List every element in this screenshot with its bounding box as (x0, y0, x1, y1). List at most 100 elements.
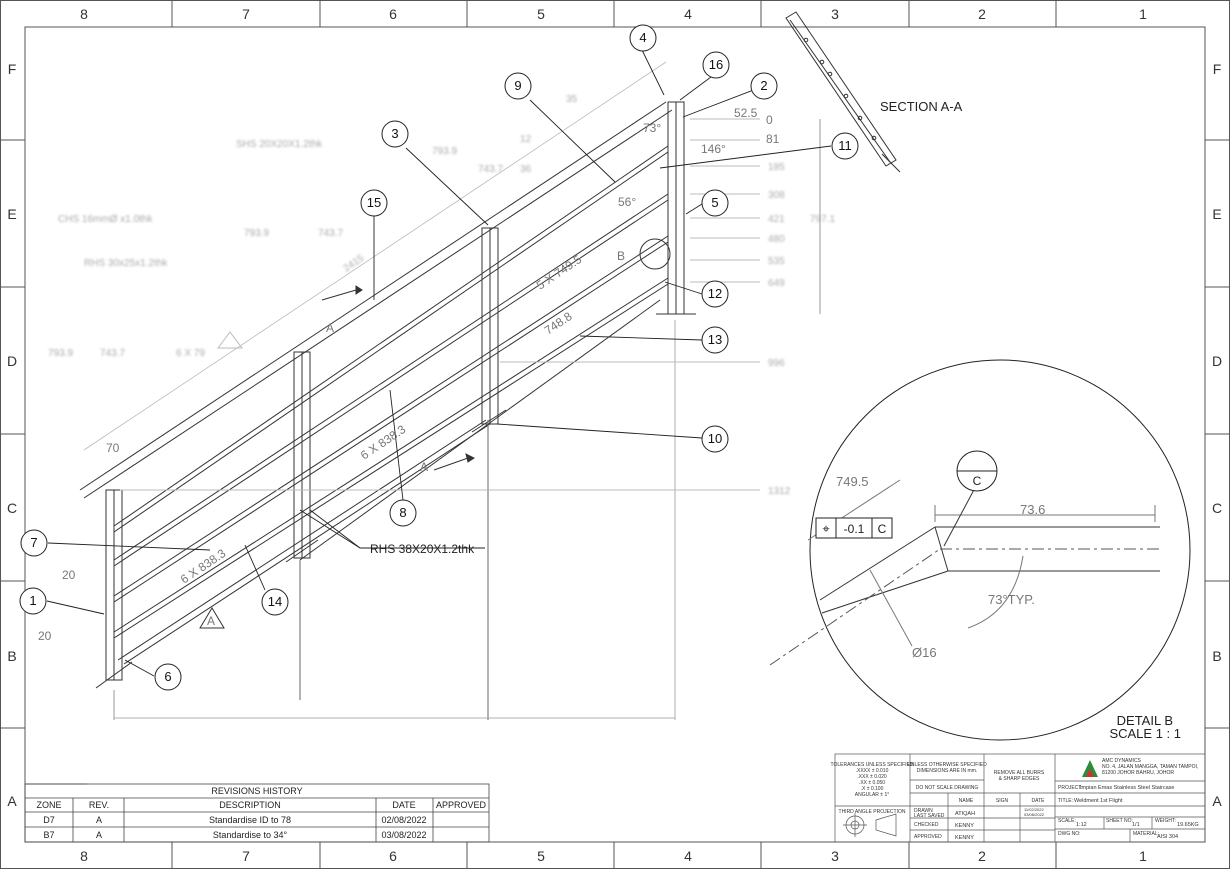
dim-81: 81 (766, 132, 780, 146)
zone-right-label: E (1212, 206, 1221, 222)
scale-value: 1:12 (1076, 822, 1087, 828)
rev-header: DESCRIPTION (219, 800, 281, 810)
balloon-number: 15 (367, 195, 381, 210)
rev-cell: A (96, 815, 102, 825)
balloon-5: 5 (701, 189, 729, 217)
tolerance-value: -0.1 (844, 522, 865, 536)
balloon-11: 11 (831, 132, 859, 160)
angle-56: 56° (618, 195, 636, 209)
rev-cell: A (96, 830, 102, 840)
tb-role: CHECKED (914, 822, 939, 828)
zone-labels-top: 8 7 6 5 4 3 2 1 (80, 6, 1147, 22)
zone-bottom-label: 2 (978, 848, 986, 864)
detail-c-balloon: C (973, 474, 982, 488)
zone-top-label: 3 (831, 6, 839, 22)
tb-role: DRAWN (914, 808, 933, 814)
tol-line: ANGULAR ± 1° (855, 792, 889, 798)
zone-bottom-label: 4 (684, 848, 692, 864)
tol-line: TOLERANCES UNLESS SPECIFIED (831, 762, 914, 768)
tb-role: LAST SAVED (914, 813, 945, 819)
balloon-number: 2 (760, 78, 767, 93)
tb-header: SIGN (996, 798, 1009, 804)
weight-label: WEIGHT: (1155, 818, 1176, 824)
scale-label: SCALE: (1058, 818, 1076, 824)
zone-left-label: E (7, 206, 16, 222)
zone-right-label: D (1212, 353, 1222, 369)
zone-left-label: A (7, 793, 17, 809)
blur-dim: 743.7 (318, 228, 343, 239)
zone-top-label: 5 (537, 6, 545, 22)
balloon-number: 1 (29, 593, 36, 608)
tb-date: 03/08/2022 (1024, 812, 1045, 817)
revisions-text: REVISIONS HISTORY ZONE REV. DESCRIPTION … (36, 786, 486, 840)
tb-name: KENNY (955, 823, 974, 829)
rev-header: APPROVED (436, 800, 487, 810)
tolerance-datum: C (878, 522, 887, 536)
zone-bottom-label: 1 (1139, 848, 1147, 864)
zone-right-label: F (1213, 61, 1222, 77)
rev-cell: 03/08/2022 (381, 830, 426, 840)
detail-b-marker: B (617, 249, 625, 263)
blur-dim: 1312 (768, 486, 791, 497)
detail-dim-73-6: 73.6 (1020, 502, 1045, 517)
balloon-6: 6 (154, 663, 182, 691)
blur-dim: 308 (768, 190, 785, 201)
tb-name: KENNY (955, 835, 974, 841)
zone-bottom-label: 8 (80, 848, 88, 864)
zone-right-label: A (1212, 793, 1222, 809)
zone-top-label: 2 (978, 6, 986, 22)
angle-146: 146° (701, 142, 726, 156)
dim-6x838-lower: 6 X 838.3 (178, 546, 229, 587)
zone-bottom-label: 7 (242, 848, 250, 864)
blur-dim: 2415 (342, 253, 367, 275)
balloon-number: 3 (391, 126, 398, 141)
burrs-line: REMOVE ALL BURRS (994, 770, 1045, 776)
rev-header: REV. (89, 800, 109, 810)
balloon-number: 8 (399, 505, 406, 520)
company-line: 81200 JOHOR BAHRU, JOHOR (1102, 770, 1174, 776)
rev-cell: B7 (43, 830, 54, 840)
blur-dim: 35 (566, 94, 578, 105)
blur-dim: 36 (520, 164, 532, 175)
rev-header: DATE (392, 800, 415, 810)
zone-top-label: 4 (684, 6, 692, 22)
blur-dim: 12 (520, 134, 532, 145)
balloon-2: 2 (750, 72, 778, 100)
balloon-9: 9 (504, 72, 532, 100)
detail-title: DETAIL B (1117, 713, 1173, 728)
balloon-7: 7 (20, 529, 48, 557)
balloons: 1 2 3 4 5 6 7 8 9 10 11 12 13 14 15 16 (19, 24, 859, 691)
zone-top-label: 1 (1139, 6, 1147, 22)
company-line: AMC DYNAMICS (1102, 758, 1142, 764)
revisions-title: REVISIONS HISTORY (211, 786, 302, 796)
balloon-number: 10 (708, 431, 722, 446)
position-tolerance-icon: ⌖ (822, 521, 830, 536)
title-block: TOLERANCES UNLESS SPECIFIED .XXXX ± 0.01… (831, 753, 1206, 843)
zone-labels-left: F E D C B A (7, 61, 17, 809)
material-label: MATERIAL: (1133, 831, 1159, 837)
dim-52-5: 52.5 (734, 106, 758, 120)
sheet-value: 1/1 (1132, 822, 1140, 828)
detail-dim-749: 749.5 (836, 474, 869, 489)
blur-dim: 797.1 (810, 214, 835, 225)
blur-dim: 421 (768, 214, 785, 225)
rev-header: ZONE (36, 800, 61, 810)
zone-left-label: B (7, 648, 16, 664)
balloon-number: 16 (709, 57, 723, 72)
project-label: PROJECT: (1058, 785, 1082, 791)
blur-dim: 743.7 (100, 348, 125, 359)
zone-bottom-label: 6 (389, 848, 397, 864)
blur-dim: 793.9 (244, 228, 269, 239)
blur-dim: 793.9 (432, 146, 457, 157)
projection-label: THIRD ANGLE PROJECTION (839, 809, 906, 815)
tolerance-frame: ⌖ -0.1 C (815, 517, 893, 539)
detail-scale: SCALE 1 : 1 (1109, 726, 1181, 741)
railing-weldment-view (79, 61, 821, 720)
blur-dim: 649 (768, 278, 785, 289)
rev-cell: Standardise to 34° (213, 830, 288, 840)
blur-dim: 996 (768, 358, 785, 369)
section-arrow-label-upper: A (326, 321, 334, 335)
tb-name: ATIQAH (955, 811, 975, 817)
section-title: SECTION A-A (880, 99, 963, 114)
